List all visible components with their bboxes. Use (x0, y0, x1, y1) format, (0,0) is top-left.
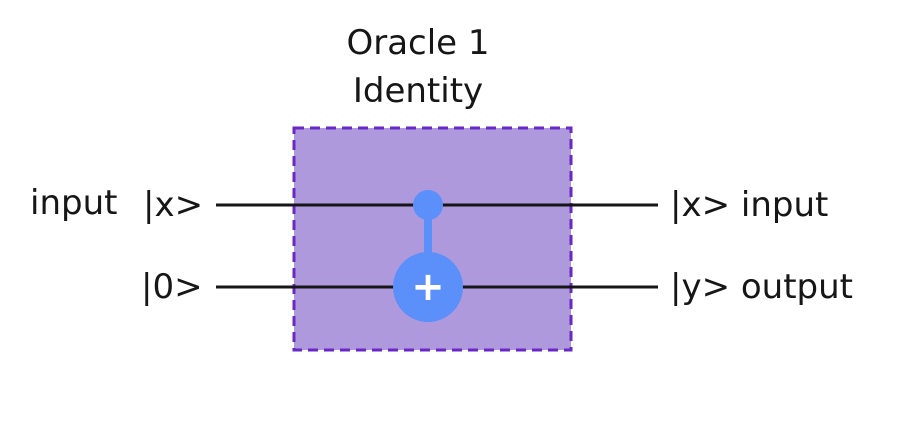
cnot-control-dot (413, 190, 443, 220)
oracle-title-line2: Identity (353, 71, 483, 111)
output-label-bottom: |y> output (670, 267, 853, 307)
cnot-target-plus-icon: + (411, 264, 445, 310)
input-ket-top: |x> (143, 185, 203, 225)
output-label-top: |x> input (670, 185, 828, 225)
input-ket-bottom: |0> (141, 267, 203, 307)
oracle-title-line1: Oracle 1 (346, 23, 489, 63)
cnot-target-circle (393, 252, 463, 322)
input-label-top: input (30, 183, 117, 223)
